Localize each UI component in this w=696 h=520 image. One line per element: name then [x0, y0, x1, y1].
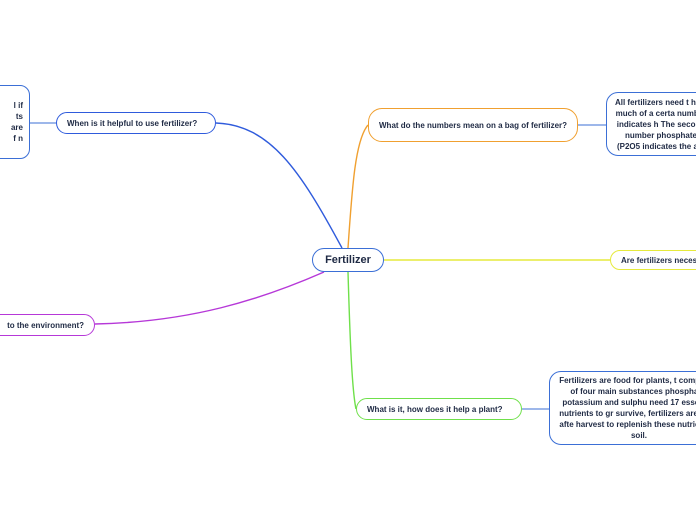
connector-numbers	[347, 124, 369, 249]
topic-environment-label: to the environment?	[7, 320, 84, 330]
central-topic[interactable]: Fertilizer	[312, 248, 384, 272]
note-what[interactable]: Fertilizers are food for plants, t compo…	[549, 371, 696, 445]
note-numbers-text: All fertilizers need t how much of a cer…	[614, 97, 696, 151]
central-topic-label: Fertilizer	[325, 253, 371, 266]
connector-environment	[94, 271, 325, 325]
topic-helpful[interactable]: When is it helpful to use fertilizer?	[56, 112, 216, 134]
connector-helpful	[215, 122, 343, 249]
topic-numbers[interactable]: What do the numbers mean on a bag of fer…	[368, 108, 578, 142]
topic-numbers-label: What do the numbers mean on a bag of fer…	[379, 120, 568, 130]
topic-what-label: What is it, how does it help a plant?	[367, 404, 503, 414]
topic-necessary-label: Are fertilizers neces	[621, 255, 696, 265]
topic-what[interactable]: What is it, how does it help a plant?	[356, 398, 522, 420]
topic-environment[interactable]: to the environment?	[0, 314, 95, 336]
note-helpful-text: l if ts are f n	[10, 101, 23, 143]
note-what-text: Fertilizers are food for plants, t compo…	[559, 376, 696, 440]
topic-necessary[interactable]: Are fertilizers neces	[610, 250, 696, 270]
note-helpful[interactable]: l if ts are f n	[0, 85, 30, 159]
note-numbers[interactable]: All fertilizers need t how much of a cer…	[606, 92, 696, 156]
connector-what	[347, 271, 357, 410]
topic-helpful-label: When is it helpful to use fertilizer?	[67, 118, 198, 128]
